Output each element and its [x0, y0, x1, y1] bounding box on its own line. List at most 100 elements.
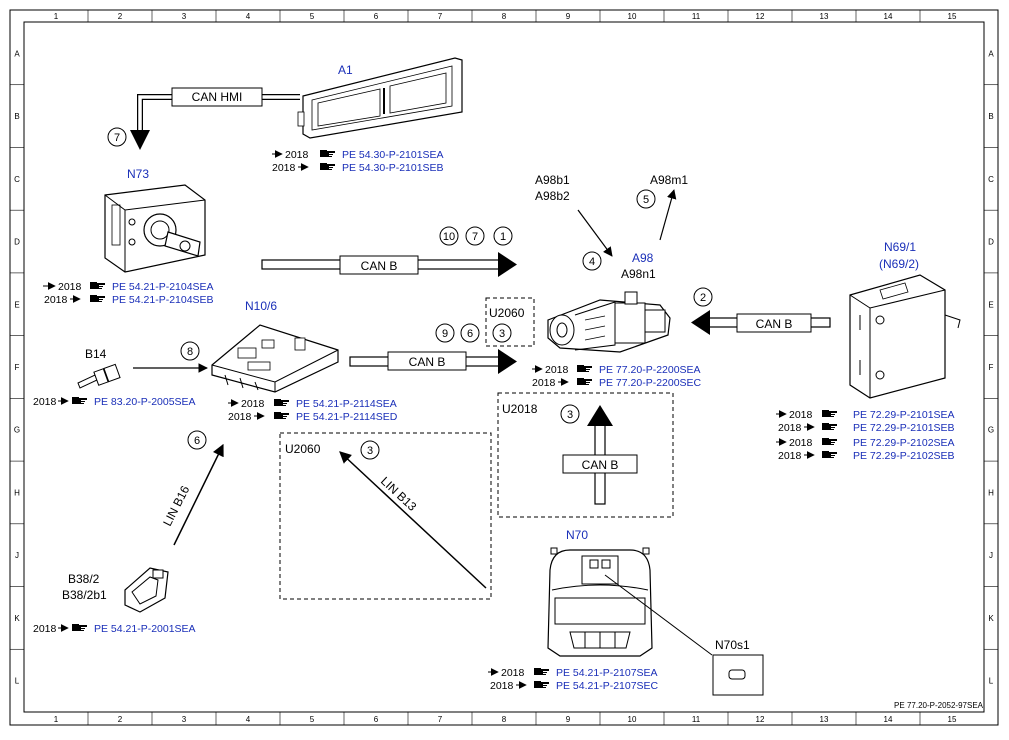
svg-text:2018: 2018	[490, 680, 514, 692]
num-4: 4	[589, 256, 595, 268]
grid-col-label: 9	[566, 12, 571, 21]
a98b2-label: A98b2	[535, 189, 570, 203]
svg-text:2018: 2018	[532, 377, 556, 389]
ref-b38-1[interactable]: PE 54.21-P-2001SEA	[94, 623, 196, 635]
can-b-mid-label: CAN B	[409, 355, 446, 369]
ref-n69-2[interactable]: PE 72.29-P-2101SEB	[853, 422, 955, 434]
ref-b14-1[interactable]: PE 83.20-P-2005SEA	[94, 396, 196, 408]
a98m1-label: A98m1	[650, 173, 688, 187]
num-7-hmi-circle	[107, 127, 127, 147]
a1-refs: 2018 PE 54.30-P-2101SEA 2018 PE 54.30-P-…	[272, 149, 444, 174]
u2018-region	[497, 392, 674, 518]
can-b-vertical-label: CAN B	[582, 458, 619, 472]
n10-6-module-drawing	[211, 324, 339, 393]
n70-overhead-panel-drawing	[547, 547, 653, 657]
num-2: 2	[700, 292, 706, 304]
svg-text:2018: 2018	[44, 294, 68, 306]
ref-n70-1[interactable]: PE 54.21-P-2107SEA	[556, 667, 658, 679]
grid-col-label: 9	[566, 715, 571, 724]
num-8: 8	[187, 346, 193, 358]
inner-frame	[23, 21, 985, 713]
b38-2-sensor-drawing	[124, 567, 169, 613]
grid-col-label: 7	[438, 715, 443, 724]
num-7-hmi: 7	[114, 132, 120, 144]
ref-n10-2[interactable]: PE 54.21-P-2114SED	[296, 411, 398, 423]
pointing-hand-icon	[320, 150, 335, 157]
grid-col-label: 1	[54, 715, 59, 724]
ref-n70-2[interactable]: PE 54.21-P-2107SEC	[556, 680, 659, 692]
ref-a98-1[interactable]: PE 77.20-P-2200SEA	[599, 364, 701, 376]
grid-col-label: 5	[310, 12, 315, 21]
num-5: 5	[643, 194, 649, 206]
ref-n69-3[interactable]: PE 72.29-P-2102SEA	[853, 437, 955, 449]
pointing-hand-icon	[72, 624, 87, 631]
grid-col-label: 4	[246, 12, 251, 21]
svg-text:2018: 2018	[778, 450, 802, 462]
can-b-top-label: CAN B	[361, 259, 398, 273]
grid-col-label: 3	[182, 715, 187, 724]
can-hmi-connection	[130, 87, 300, 150]
svg-text:2018: 2018	[272, 162, 296, 174]
ref-a98-2[interactable]: PE 77.20-P-2200SEC	[599, 377, 702, 389]
a98-label: A98	[632, 251, 654, 265]
grid-row-label: F	[15, 363, 20, 372]
grid-col-label: 3	[182, 12, 187, 21]
grid-col-label: 8	[502, 12, 507, 21]
grid-row-label: G	[14, 426, 20, 435]
grid-row-label: H	[988, 488, 994, 497]
ref-n69-1[interactable]: PE 72.29-P-2101SEA	[853, 409, 955, 421]
b38-refs: 2018 PE 54.21-P-2001SEA	[33, 623, 196, 635]
grid-col-label: 2	[118, 715, 123, 724]
svg-text:2018: 2018	[241, 398, 265, 410]
n70s1-leader-line	[604, 574, 713, 656]
pointing-hand-icon	[822, 451, 837, 458]
num-10: 10	[443, 231, 455, 243]
grid-row-label: J	[989, 551, 993, 560]
grid-col-label: 1	[54, 12, 59, 21]
svg-text:2018: 2018	[545, 364, 569, 376]
pointing-hand-icon	[274, 399, 289, 406]
b14-refs: 2018 PE 83.20-P-2005SEA	[33, 396, 196, 408]
n73-ignition-switch-drawing	[104, 184, 206, 273]
grid-col-label: 7	[438, 12, 443, 21]
n69-1-label: N69/1	[884, 240, 916, 254]
u2060-top-region	[485, 297, 535, 347]
ref-n73-1[interactable]: PE 54.21-P-2104SEA	[112, 281, 214, 293]
n10-6-label: N10/6	[245, 299, 277, 313]
grid-row-label: A	[988, 49, 994, 58]
a98-refs: 2018 PE 77.20-P-2200SEA 2018 PE 77.20-P-…	[532, 364, 702, 389]
grid-col-label: 5	[310, 715, 315, 724]
pointing-hand-icon	[577, 378, 592, 385]
can-hmi-label: CAN HMI	[192, 90, 243, 104]
can-b-right-connection	[691, 310, 831, 335]
pointing-hand-icon	[822, 438, 837, 445]
a98b1-label: A98b1	[535, 173, 570, 187]
grid-col-label: 4	[246, 715, 251, 724]
grid-col-label: 8	[502, 715, 507, 724]
ref-n69-4[interactable]: PE 72.29-P-2102SEB	[853, 450, 955, 462]
u2060-left-region	[279, 432, 492, 600]
ref-a1-1[interactable]: PE 54.30-P-2101SEA	[342, 149, 444, 161]
grid-row-label: D	[988, 238, 994, 247]
ref-n73-2[interactable]: PE 54.21-P-2104SEB	[112, 294, 214, 306]
grid-col-label: 15	[948, 12, 957, 21]
svg-text:2018: 2018	[33, 396, 57, 408]
grid-row-label: E	[14, 300, 19, 309]
a98m1-arrow	[659, 189, 677, 241]
num-6-lin: 6	[194, 435, 200, 447]
grid-col-label: 12	[756, 715, 765, 724]
n69-refs: 2018 PE 72.29-P-2101SEA 2018 PE 72.29-P-…	[776, 409, 955, 462]
ref-a1-2[interactable]: PE 54.30-P-2101SEB	[342, 162, 444, 174]
outer-frame	[9, 9, 999, 726]
n70-refs: 2018 PE 54.21-P-2107SEA 2018 PE 54.21-P-…	[488, 667, 659, 692]
n70s1-label: N70s1	[715, 638, 750, 652]
grid-row-label: D	[14, 238, 20, 247]
ref-n10-1[interactable]: PE 54.21-P-2114SEA	[296, 398, 397, 410]
n69-2-label: (N69/2)	[879, 257, 919, 271]
svg-text:2018: 2018	[33, 623, 57, 635]
svg-text:2018: 2018	[778, 422, 802, 434]
